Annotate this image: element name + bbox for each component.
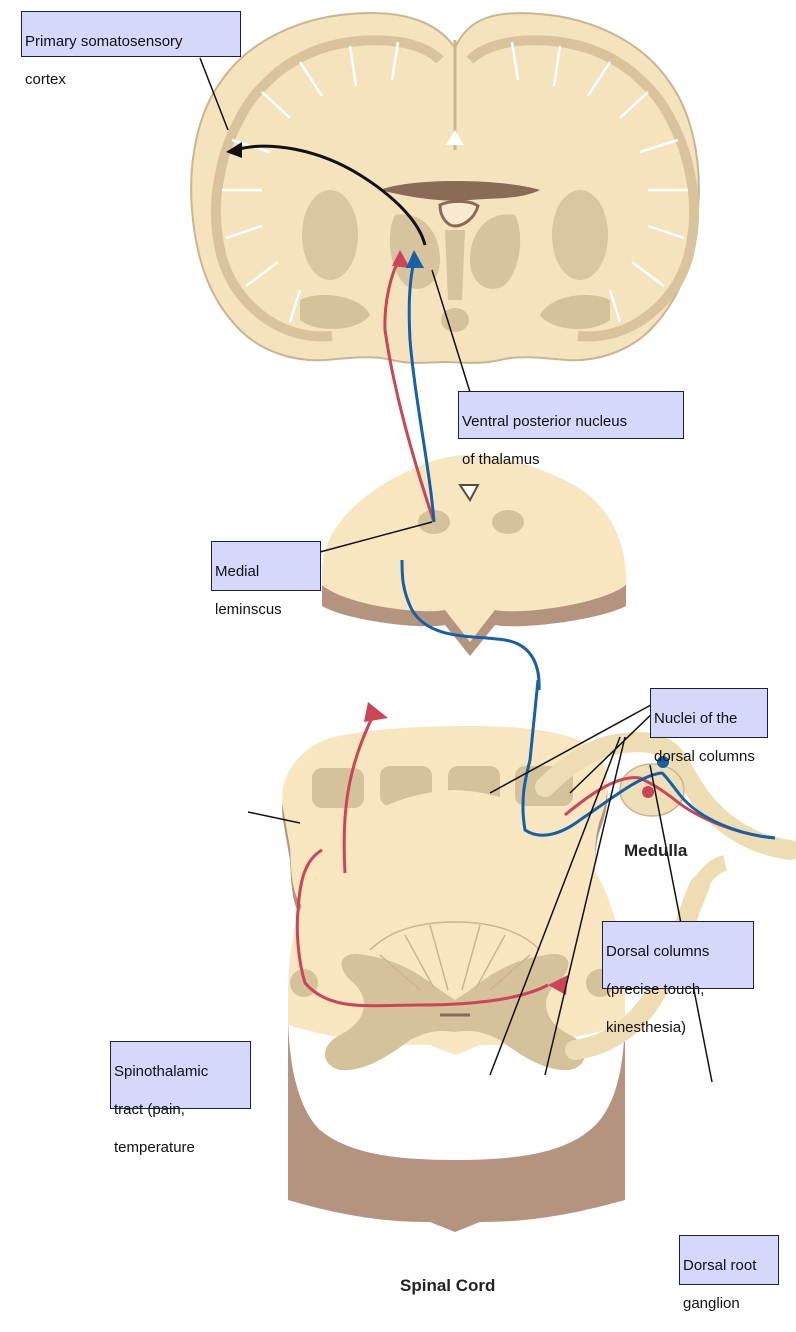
label-medial-lemniscus: Medial leminscus xyxy=(211,541,321,591)
label-line: cortex xyxy=(25,70,237,89)
region-label-medulla: Medulla xyxy=(624,841,687,861)
label-primary-somatosensory-cortex: Primary somatosensory cortex xyxy=(21,11,241,57)
label-line: kinesthesia) xyxy=(606,1018,750,1037)
label-line: tract (pain, xyxy=(114,1100,247,1119)
label-line: Nuclei of the xyxy=(654,709,764,728)
label-line: Primary somatosensory xyxy=(25,32,237,51)
medial-lemniscus-right xyxy=(492,510,524,534)
label-line: of thalamus xyxy=(462,450,680,469)
label-line: leminscus xyxy=(215,600,317,619)
label-line: Dorsal columns xyxy=(606,942,750,961)
label-spinothalamic-tract: Spinothalamic tract (pain, temperature xyxy=(110,1041,251,1109)
red-arrowhead-medulla xyxy=(364,702,388,722)
label-line: Dorsal root xyxy=(683,1256,775,1275)
label-ventral-posterior-nucleus: Ventral posterior nucleus of thalamus xyxy=(458,391,684,439)
label-dorsal-root-ganglion: Dorsal root ganglion xyxy=(679,1235,779,1285)
red-ganglion-cell xyxy=(642,786,654,798)
label-line: (precise touch, xyxy=(606,980,750,999)
label-line: Spinothalamic xyxy=(114,1062,247,1081)
label-line: temperature xyxy=(114,1138,247,1157)
dorsal-column-nucleus-1 xyxy=(312,768,364,808)
label-line: Ventral posterior nucleus xyxy=(462,412,680,431)
caudate-left xyxy=(302,190,358,280)
label-line: Medial xyxy=(215,562,317,581)
caudate-right xyxy=(552,190,608,280)
label-line: dorsal columns xyxy=(654,747,764,766)
region-label-spinal-cord: Spinal Cord xyxy=(400,1276,495,1296)
label-dorsal-columns: Dorsal columns (precise touch, kinesthes… xyxy=(602,921,754,989)
label-line: ganglion xyxy=(683,1294,775,1313)
label-nuclei-of-dorsal-columns: Nuclei of the dorsal columns xyxy=(650,688,768,738)
